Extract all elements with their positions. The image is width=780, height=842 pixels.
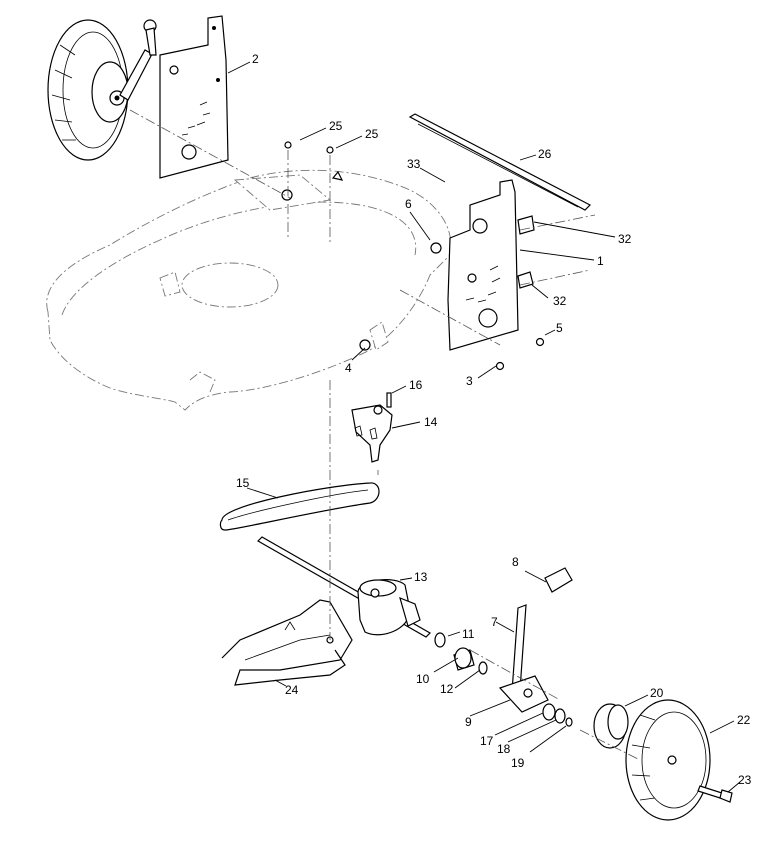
- transmission: [357, 579, 421, 636]
- callout-11: 11: [462, 627, 475, 641]
- centerlines: [129, 109, 641, 761]
- callout-23: 23: [738, 773, 752, 787]
- rear-height-lever: [511, 567, 573, 693]
- callout-25b: 25: [365, 127, 379, 141]
- rear-baffle: [221, 599, 353, 686]
- wheel-gears: [542, 703, 573, 727]
- fasteners: [281, 141, 545, 371]
- wheel-bracket-plate: [498, 675, 549, 713]
- callout-9: 9: [465, 715, 472, 729]
- callout-3: 3: [466, 374, 473, 388]
- height-adjust-lever: [408, 113, 592, 211]
- callout-17: 17: [480, 734, 494, 748]
- callout-7: 7: [491, 615, 498, 629]
- callout-22: 22: [737, 713, 751, 727]
- callout-18: 18: [497, 742, 511, 756]
- callout-24: 24: [285, 683, 299, 697]
- leader-lines: [227, 61, 741, 793]
- callout-5: 5: [556, 321, 563, 335]
- callout-16: 16: [409, 378, 423, 392]
- callout-13: 13: [414, 570, 428, 584]
- pinion-gear-and-bearings: [434, 632, 488, 675]
- callout-labels: 1 2 3 4 5 6 7 8 9 10 11 12 13 14 15 16 1…: [236, 52, 752, 787]
- callout-26: 26: [538, 147, 552, 161]
- hub-cap: [593, 703, 629, 749]
- callout-8: 8: [512, 555, 519, 569]
- belt-cover-bracket: [351, 392, 393, 463]
- mower-deck: [46, 169, 452, 411]
- callout-19: 19: [511, 756, 525, 770]
- callout-32b: 32: [553, 294, 567, 308]
- drive-belt: [219, 482, 380, 531]
- callout-6: 6: [405, 197, 412, 211]
- right-height-bracket: [447, 179, 535, 351]
- left-height-bracket: [159, 15, 229, 179]
- callout-2: 2: [252, 52, 259, 66]
- callout-25a: 25: [329, 119, 343, 133]
- callout-10: 10: [416, 672, 430, 686]
- callout-20: 20: [650, 686, 664, 700]
- callout-4: 4: [345, 361, 352, 375]
- callout-14: 14: [424, 415, 438, 429]
- callout-1: 1: [597, 254, 604, 268]
- wheel-bolt: [697, 785, 733, 803]
- rear-wheel-left: [47, 19, 157, 161]
- callout-33: 33: [407, 157, 421, 171]
- rear-wheel-right: [625, 699, 711, 821]
- callout-12: 12: [440, 682, 454, 696]
- callout-15: 15: [236, 476, 250, 490]
- callout-32a: 32: [618, 232, 632, 246]
